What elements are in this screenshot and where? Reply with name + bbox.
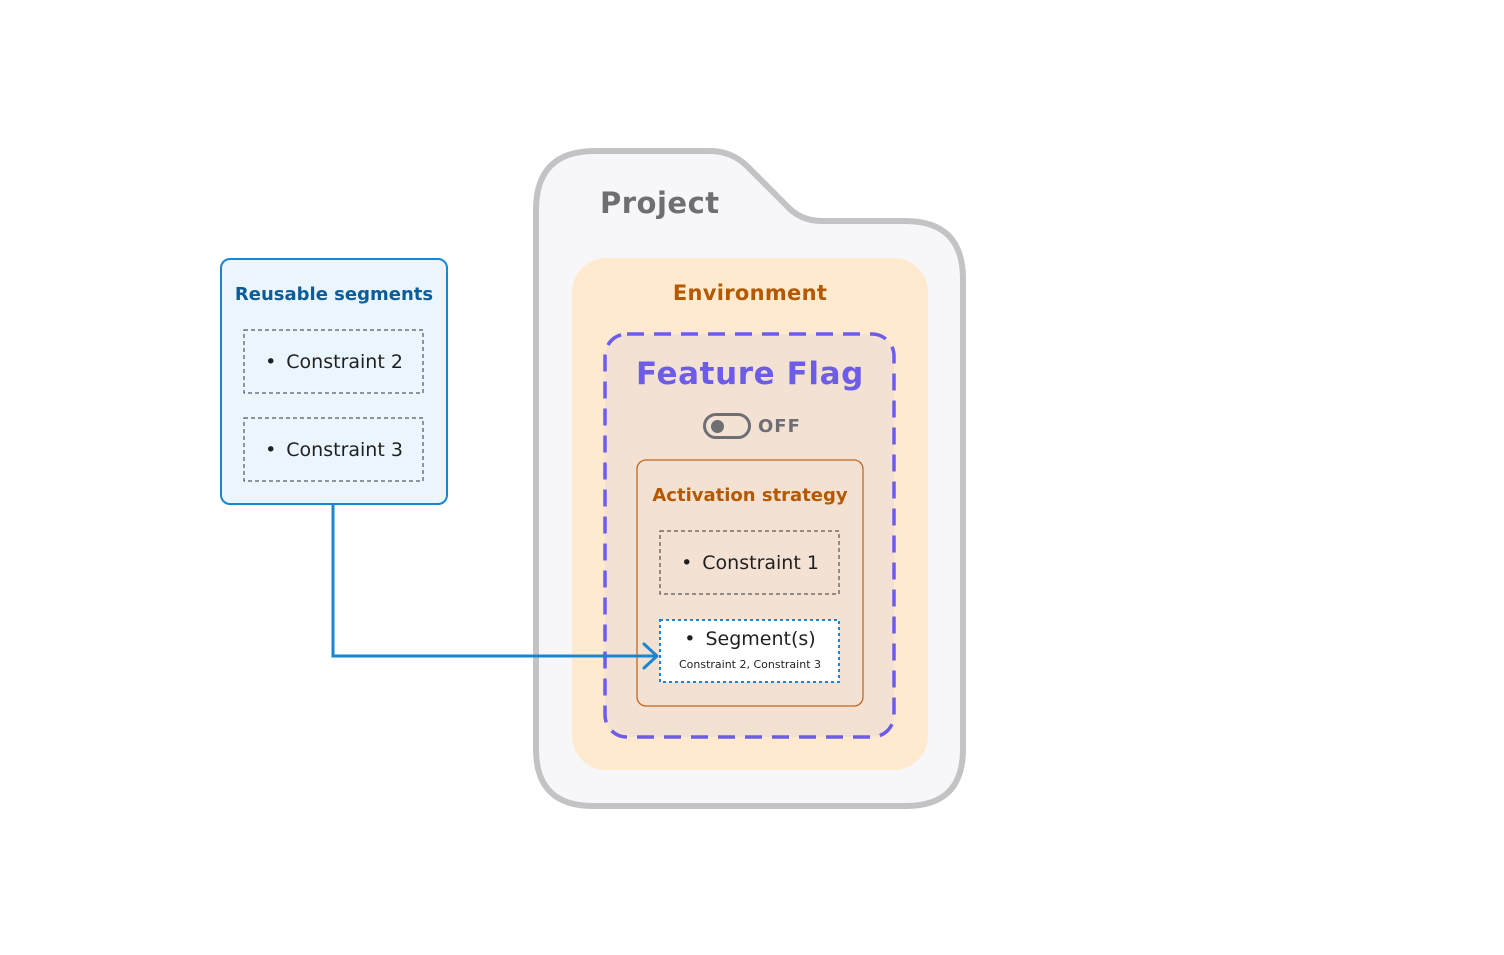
activation-strategy-title: Activation strategy [652,485,848,506]
constraint-1-box [659,530,840,595]
feature-flag-title: Feature Flag [636,356,864,392]
constraint-3-item: • Constraint 3 [244,439,424,461]
arrowhead-icon [642,642,659,670]
constraint-2-item: • Constraint 2 [244,351,424,373]
toggle-knob [711,420,724,433]
bullet-icon: • [265,351,277,373]
constraint-2-label: Constraint 2 [286,351,403,373]
environment-title: Environment [672,281,828,305]
segment-item: • Segment(s) [660,628,840,650]
constraint-3-box [243,417,424,482]
segment-label: Segment(s) [705,628,816,650]
segment-detail: Constraint 2, Constraint 3 [678,658,822,671]
segment-box [659,619,840,683]
toggle-state-label: OFF [758,416,801,437]
reusable-segments-title: Reusable segments [234,284,434,305]
constraint-3-label: Constraint 3 [286,439,403,461]
reusable-segments-container [220,258,448,505]
toggle-switch[interactable] [703,413,751,439]
bullet-icon: • [684,628,696,650]
bullet-icon: • [265,439,277,461]
connector-arrow [331,505,655,658]
activation-strategy-container [636,459,864,707]
constraint-2-box [243,329,424,394]
constraint-1-label: Constraint 1 [702,552,819,574]
bullet-icon: • [681,552,693,574]
constraint-1-item: • Constraint 1 [660,552,840,574]
project-title: Project [600,186,720,220]
